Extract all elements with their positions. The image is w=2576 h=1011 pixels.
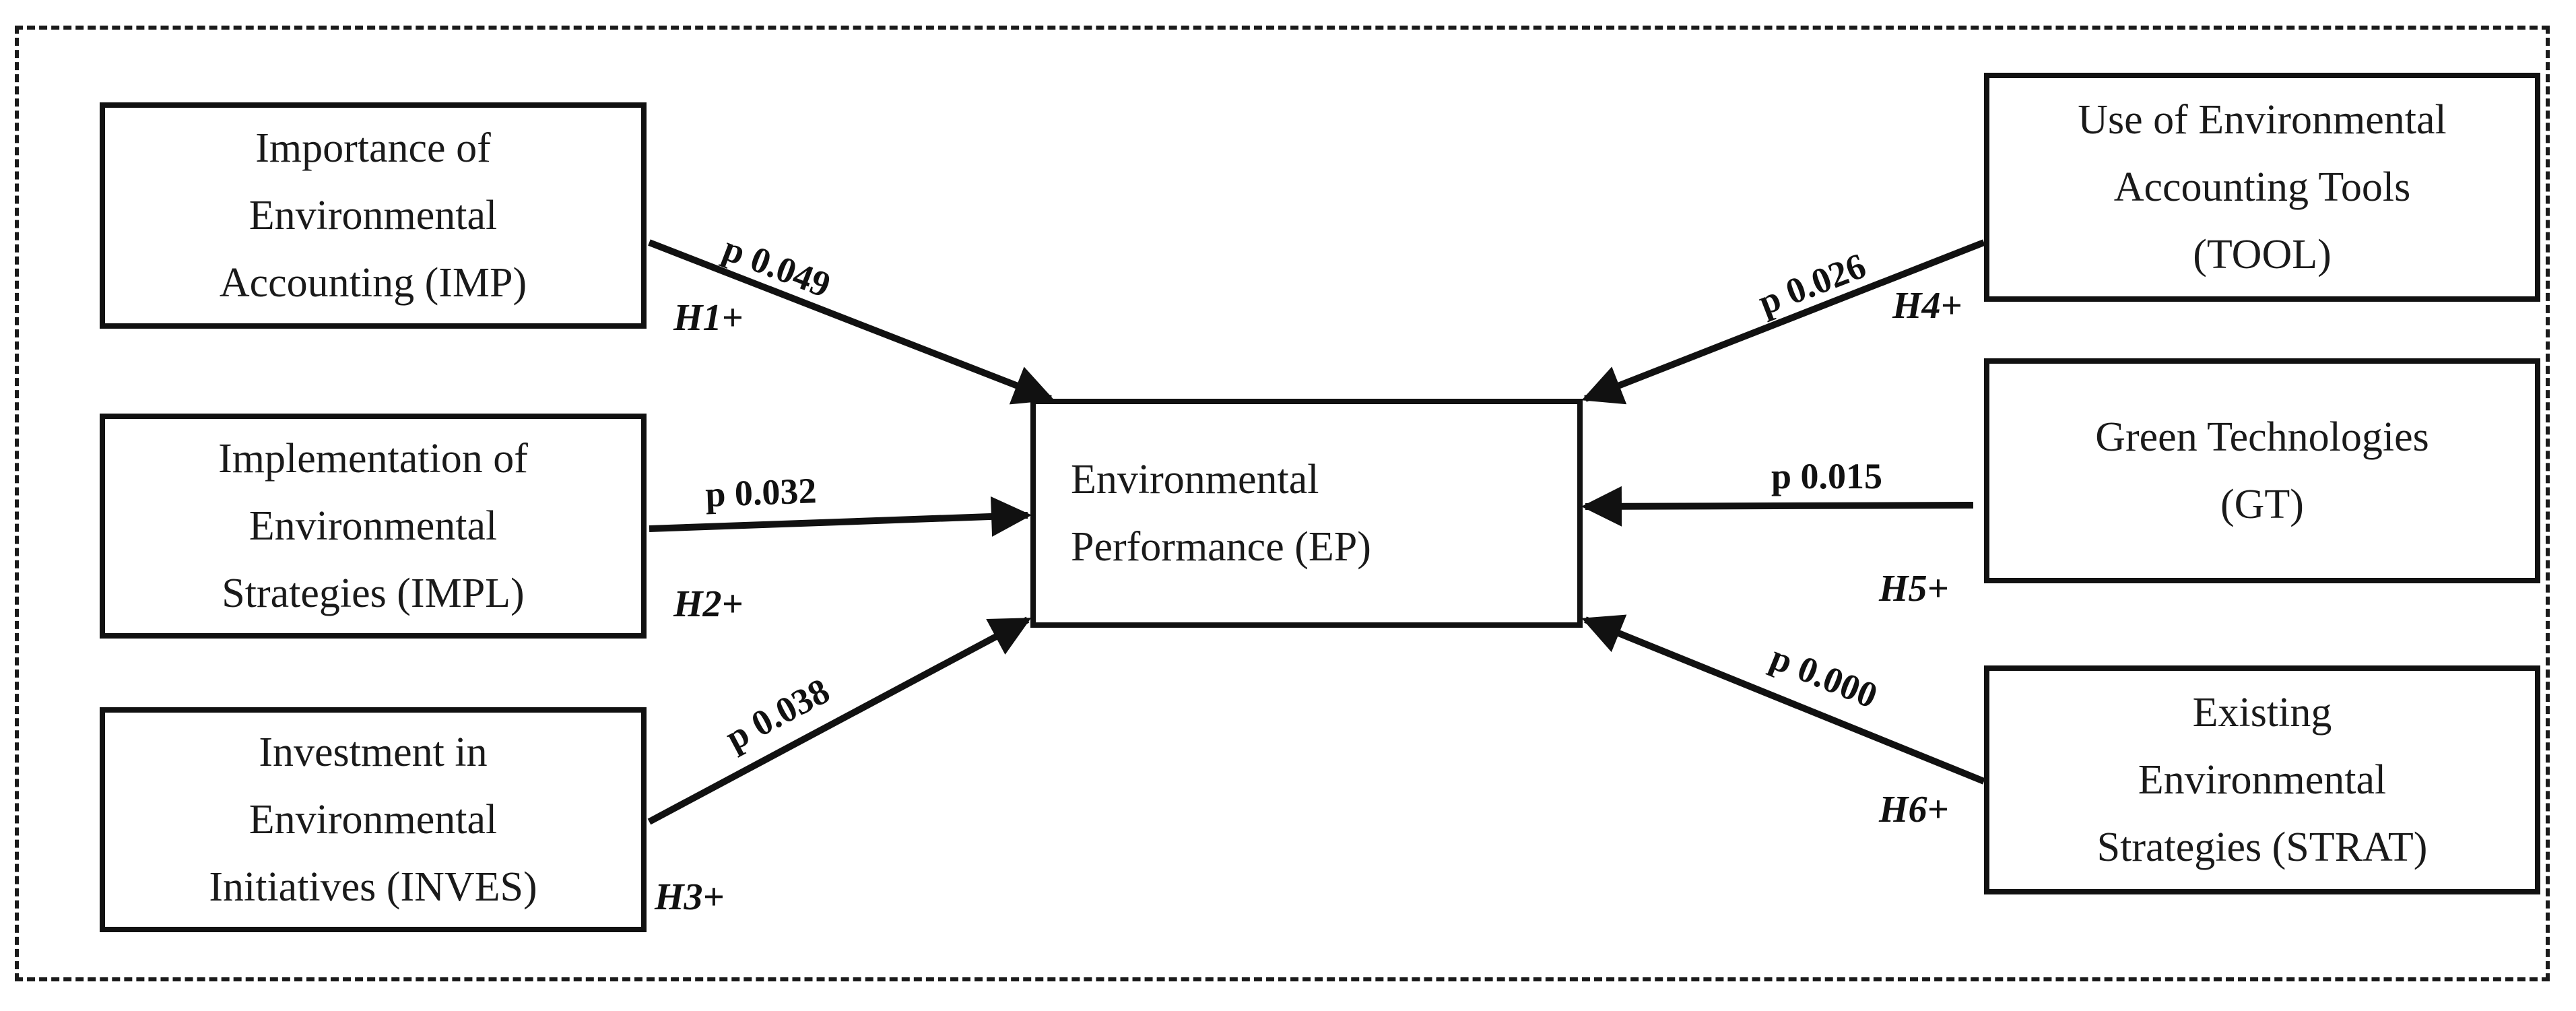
construct-box-inves: Investment in Environmental Initiatives … (100, 707, 647, 932)
path-arrow-h3 (647, 616, 1032, 825)
p-value-label-h3: p 0.038 (719, 670, 836, 758)
path-arrow-h5 (1581, 486, 1974, 527)
p-value-label-h6: p 0.000 (1765, 637, 1884, 715)
hypothesis-label-h5: H5+ (1878, 568, 1948, 610)
construct-box-ep: Environmental Performance (EP) (1030, 399, 1583, 628)
path-arrow-h4 (1581, 239, 1985, 405)
construct-label-gt: Green Technologies (GT) (2095, 414, 2429, 527)
hypothesis-label-h4: H4+ (1892, 285, 1962, 327)
construct-box-imp: Importance of Environmental Accounting (… (100, 102, 647, 329)
path-arrow-h6 (1581, 614, 1985, 785)
construct-label-strat: Existing Environmental Strategies (STRAT… (2096, 690, 2428, 870)
path-arrow-h2 (649, 496, 1032, 537)
construct-label-tool: Use of Environmental Accounting Tools (T… (2078, 97, 2447, 278)
p-value-label-h5: p 0.015 (1771, 456, 1882, 496)
p-value-label-h2: p 0.032 (704, 470, 817, 515)
construct-label-impl: Implementation of Environmental Strategi… (218, 436, 528, 616)
construct-box-impl: Implementation of Environmental Strategi… (100, 414, 647, 639)
construct-box-gt: Green Technologies (GT) (1984, 358, 2540, 583)
construct-label-inves: Investment in Environmental Initiatives … (209, 729, 537, 910)
hypothesis-label-h6: H6+ (1878, 789, 1948, 830)
path-arrow-h1 (648, 239, 1055, 405)
hypothesis-label-h3: H3+ (654, 876, 724, 918)
construct-box-tool: Use of Environmental Accounting Tools (T… (1984, 73, 2540, 302)
construct-label-ep: Environmental Performance (EP) (1071, 457, 1371, 570)
hypothesis-label-h1: H1+ (673, 297, 743, 339)
hypothesis-label-h2: H2+ (673, 583, 743, 625)
construct-box-strat: Existing Environmental Strategies (STRAT… (1984, 665, 2540, 894)
dashed-border-frame (15, 26, 2550, 981)
construct-label-imp: Importance of Environmental Accounting (… (219, 125, 527, 306)
